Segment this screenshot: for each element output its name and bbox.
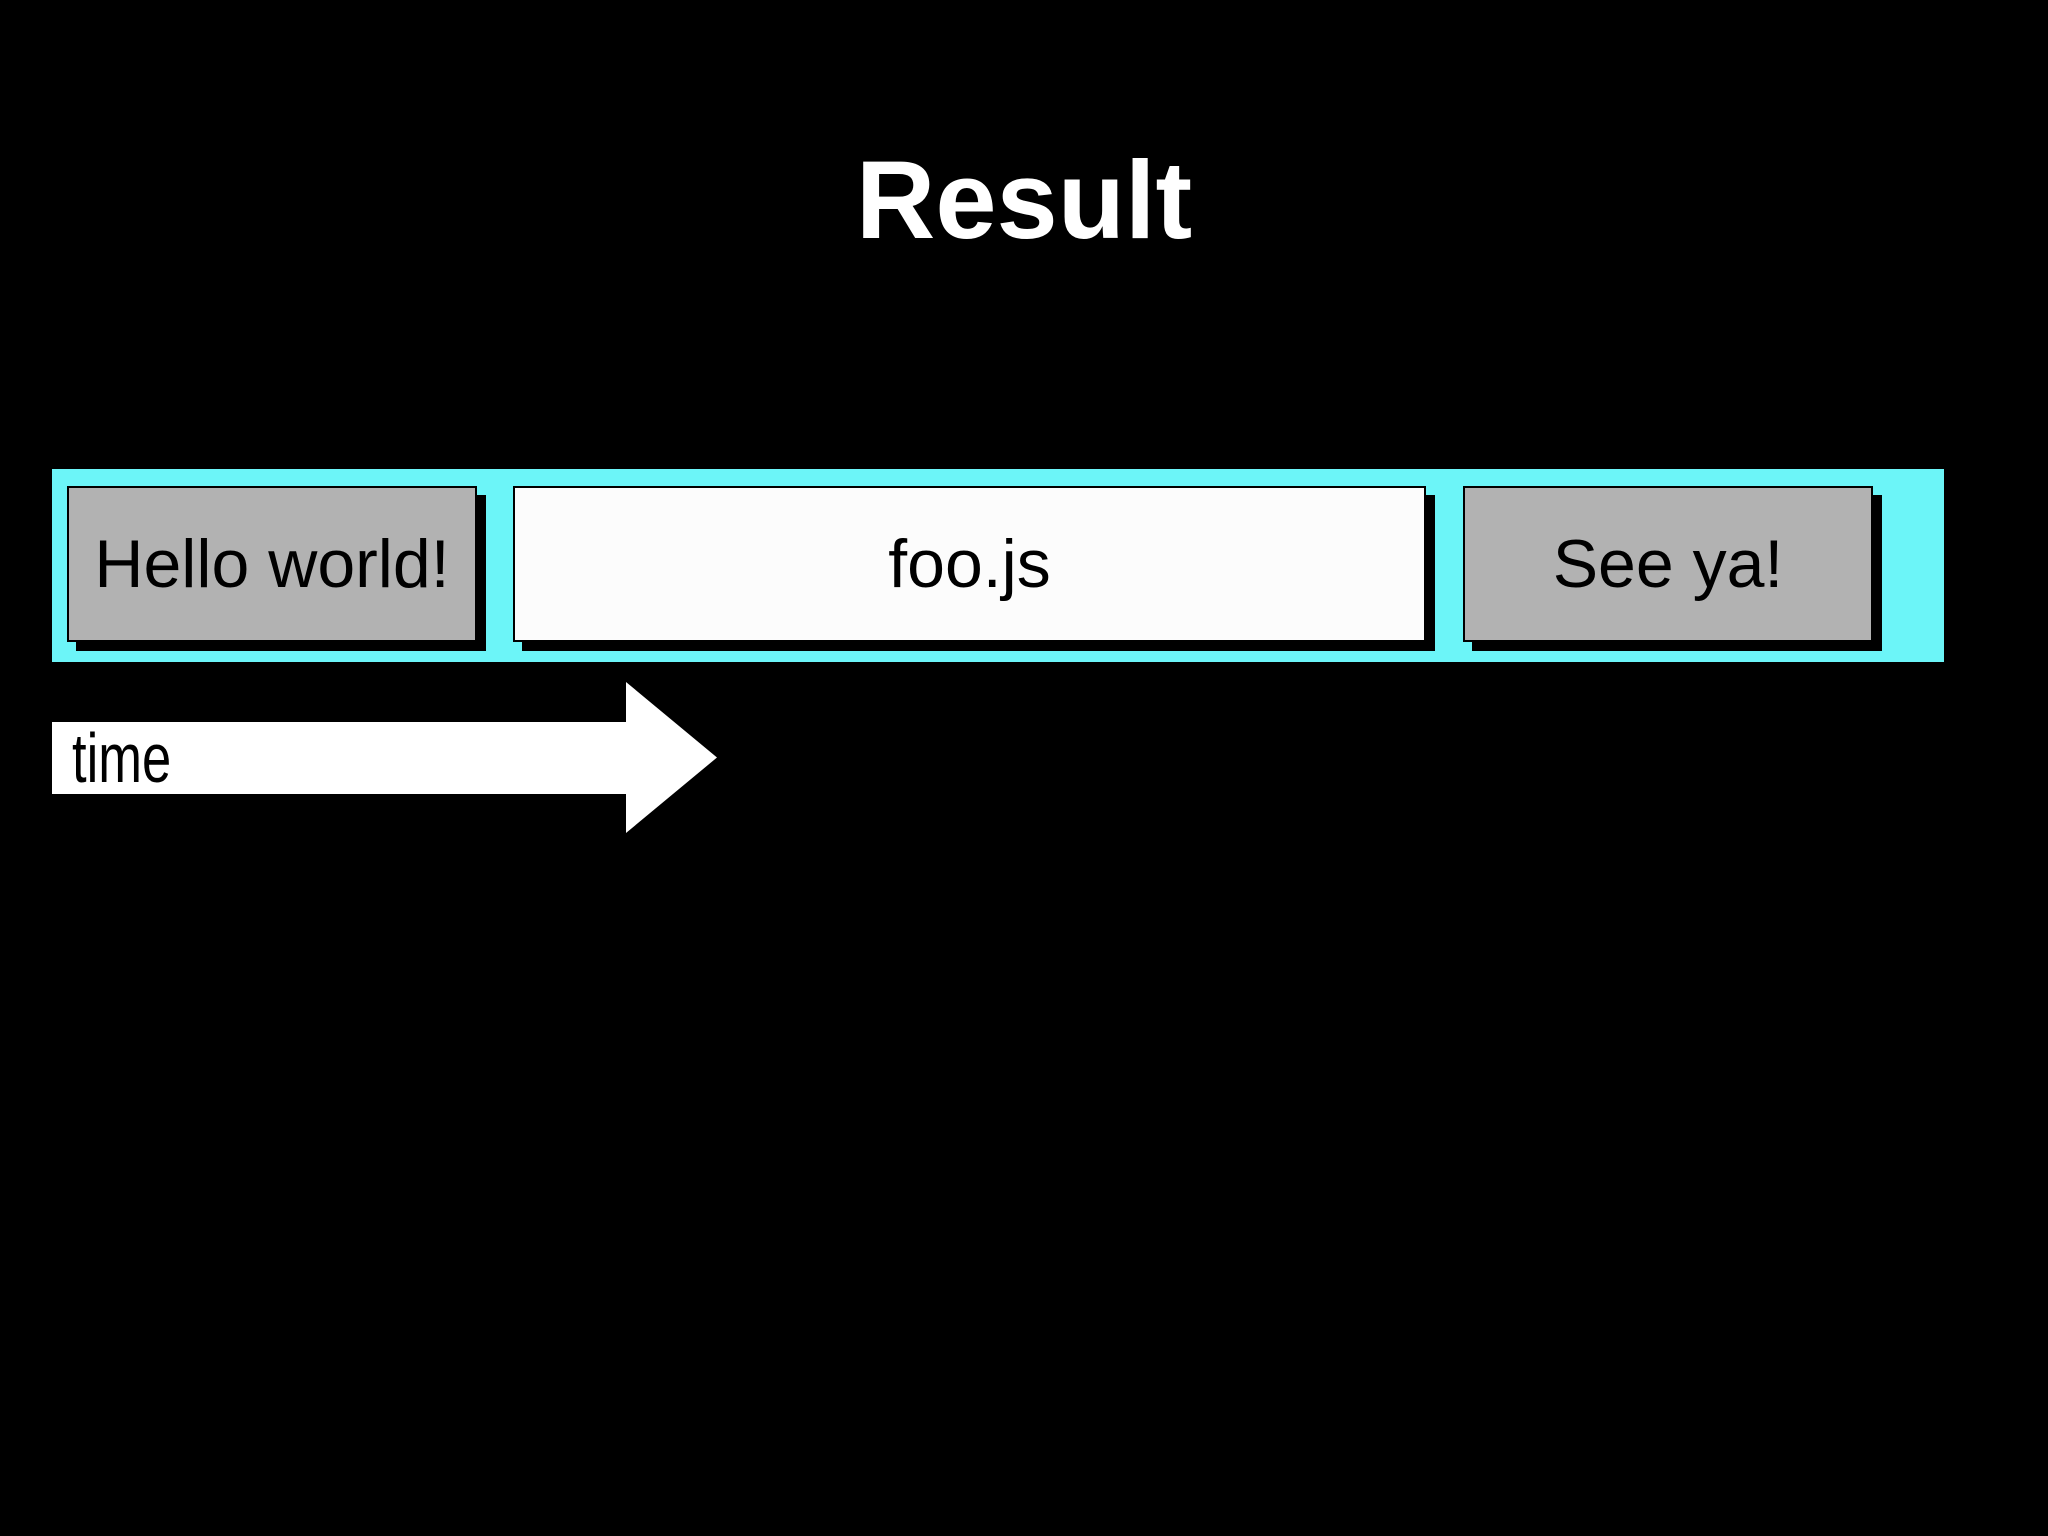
timeline-block-label: foo.js xyxy=(888,526,1051,602)
timeline-block-label: Hello world! xyxy=(94,526,450,602)
timeline-block-hello-world: Hello world! xyxy=(67,486,477,642)
time-axis-label-container: time xyxy=(52,722,626,794)
time-arrow: time xyxy=(52,682,717,833)
timeline-block-label: See ya! xyxy=(1552,526,1784,602)
timeline-block-see-ya: See ya! xyxy=(1463,486,1873,642)
time-axis-label: time xyxy=(72,719,172,797)
slide-title: Result xyxy=(855,139,1193,262)
right-arrow-icon xyxy=(52,682,717,833)
timeline-block-foojs: foo.js xyxy=(513,486,1426,642)
timeline-bar: Hello world! foo.js See ya! xyxy=(52,469,1944,662)
right-arrow-shape xyxy=(52,682,717,833)
